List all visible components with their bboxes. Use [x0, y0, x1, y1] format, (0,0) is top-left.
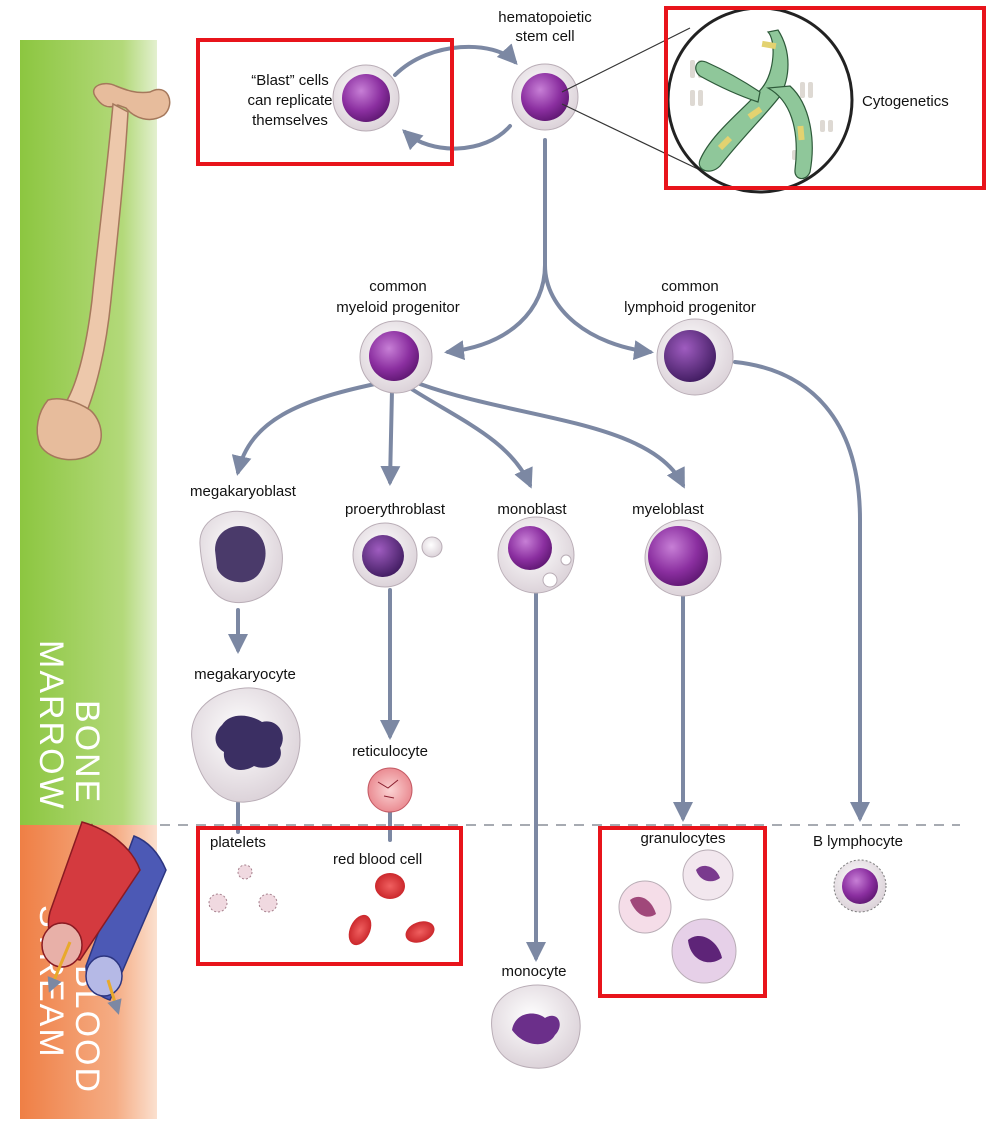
megakaryocyte-label: megakaryocyte [194, 666, 296, 683]
myeloid-label-line1: common [369, 278, 427, 295]
common-lymphoid-progenitor-cell [657, 319, 733, 395]
reticulocyte-label: reticulocyte [352, 743, 428, 760]
monoblast-label: monoblast [497, 501, 567, 518]
lymphoid-label-line1: common [661, 278, 719, 295]
megakaryoblast-cell [200, 511, 282, 602]
lymphoid-label-line2: lymphoid progenitor [624, 299, 756, 316]
monoblast-cell [498, 517, 574, 593]
red-blood-cells [344, 873, 437, 949]
platelets-cells [209, 865, 277, 912]
platelets-label: platelets [210, 834, 266, 851]
stem-cell-label-line2: stem cell [515, 28, 574, 45]
blast-label-line2: can replicate [247, 92, 332, 109]
b-lymphocyte-label: B lymphocyte [813, 833, 903, 850]
myeloblast-label: myeloblast [632, 501, 705, 518]
myeloid-label-line2: myeloid progenitor [336, 299, 459, 316]
proerythroblast-label: proerythroblast [345, 501, 446, 518]
blast-label-line3: themselves [252, 112, 328, 129]
blast-cell [333, 65, 399, 131]
stem-cell-label-line1: hematopoietic [498, 9, 592, 26]
granulocytes-cells [619, 850, 736, 983]
granulocytes-label: granulocytes [640, 830, 725, 847]
cytogenetics-label: Cytogenetics [862, 93, 949, 110]
myeloblast-cell [645, 520, 721, 596]
red-blood-cell-label: red blood cell [333, 851, 422, 868]
hematopoietic-stem-cell [512, 64, 578, 130]
monocyte-cell [492, 985, 581, 1068]
b-lymphocyte-cell [834, 860, 886, 912]
proerythroblast-cell [353, 523, 442, 587]
megakaryocyte-cell [192, 688, 300, 802]
blast-label-line1: “Blast” cells [251, 72, 329, 89]
reticulocyte-cell [368, 768, 412, 812]
common-myeloid-progenitor-cell [360, 321, 432, 393]
marrow-label-line1: BONE [68, 700, 106, 804]
megakaryoblast-label: megakaryoblast [190, 483, 297, 500]
cytogenetics-magnifier [562, 8, 852, 192]
monocyte-label: monocyte [501, 963, 566, 980]
marrow-label-line2: MARROW [32, 640, 70, 811]
